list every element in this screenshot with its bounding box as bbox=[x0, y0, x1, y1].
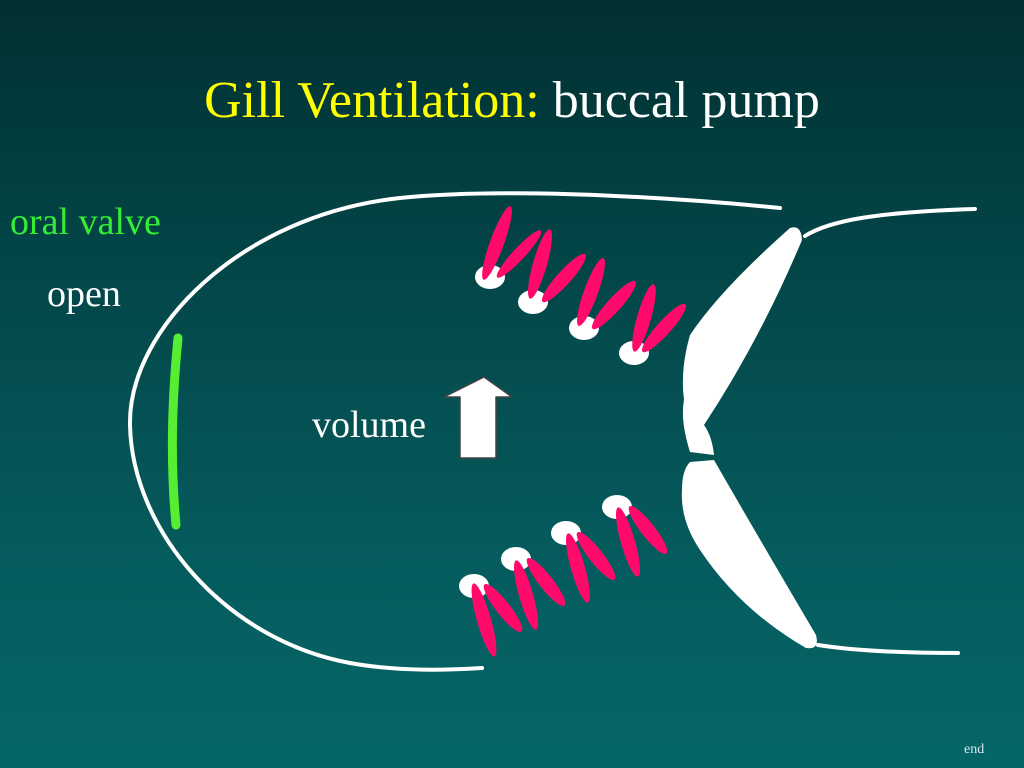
end-link[interactable]: end bbox=[964, 742, 985, 757]
gill-arch bbox=[501, 547, 566, 630]
up-arrow-icon bbox=[443, 376, 513, 459]
lower-gill-arches bbox=[459, 495, 668, 657]
gill-arch bbox=[602, 495, 668, 577]
opercular-flap-upper bbox=[682, 227, 802, 455]
opercular-flap-lower bbox=[681, 460, 817, 649]
oral-valve bbox=[167, 333, 183, 530]
gill-arch bbox=[459, 574, 523, 657]
slide-title-main: Gill Ventilation: bbox=[204, 72, 540, 129]
opercular-outline-upper bbox=[803, 207, 977, 238]
gill-arch bbox=[619, 284, 687, 365]
oral-valve-label: oral valve bbox=[10, 201, 161, 243]
slide-title: Gill Ventilation: buccal pump bbox=[0, 68, 1024, 134]
gill-arch bbox=[475, 206, 542, 289]
opercular-outline-lower bbox=[816, 643, 960, 655]
slide-title-sub: buccal pump bbox=[539, 72, 820, 129]
valve-state-label: open bbox=[47, 273, 121, 315]
mouth-outline bbox=[127, 191, 782, 672]
volume-label: volume bbox=[312, 404, 426, 446]
upper-gill-arches bbox=[475, 206, 687, 365]
gill-arch bbox=[518, 229, 587, 314]
gill-arch bbox=[569, 258, 637, 340]
gill-arch bbox=[551, 521, 616, 603]
